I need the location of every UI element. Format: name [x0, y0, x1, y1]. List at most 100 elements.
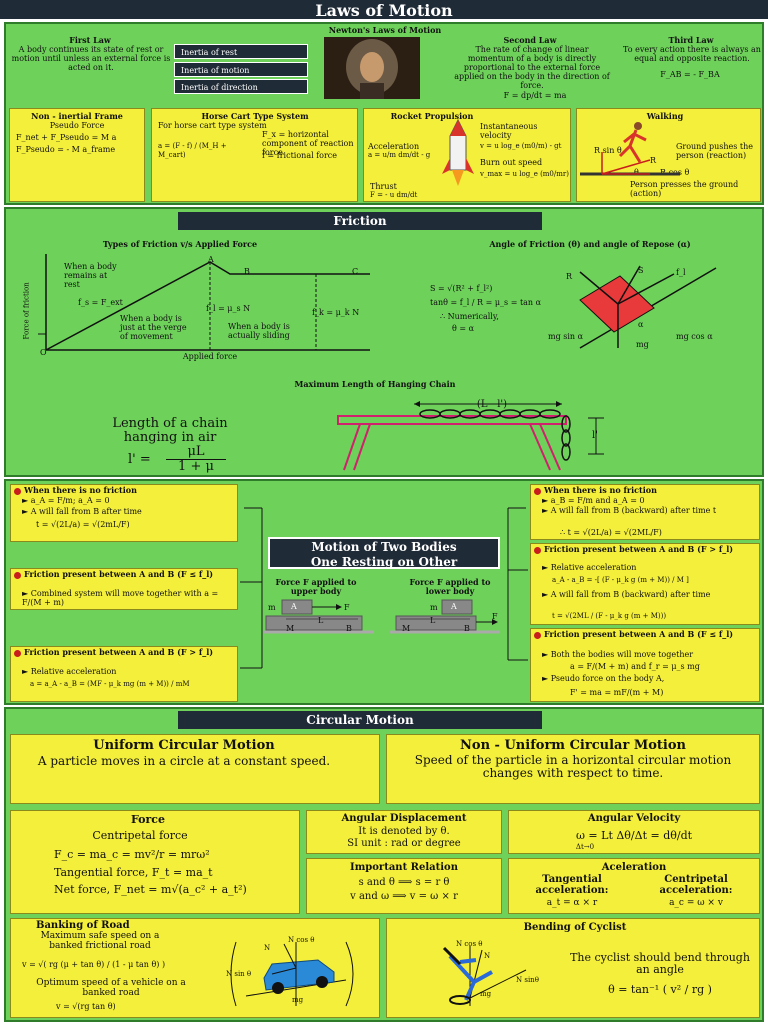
force-box — [10, 810, 300, 914]
cyc-text: The cyclist should bend through an angle — [570, 951, 750, 976]
pointer-arrow-icon: ► — [22, 667, 31, 676]
force-title: Force — [130, 813, 166, 826]
l3-a: ► Relative acceleration — [22, 667, 222, 676]
point-c: C — [352, 267, 359, 276]
cyc-formula: θ = tan⁻¹ ( v² / rg ) — [608, 983, 712, 996]
second-law-title: Second Law — [503, 35, 557, 45]
fl-eq: f_l = μ_s N — [206, 304, 251, 313]
cyc-title: Bending of Cyclist — [523, 922, 627, 933]
first-law-title: First Law — [69, 35, 111, 45]
rest-text: When a body remains at rest — [64, 262, 117, 289]
ucm-text: A particle moves in a circle at a consta… — [37, 754, 331, 768]
block-diagram-lower — [390, 599, 500, 634]
friction-graph — [38, 254, 370, 351]
bank-mg: mg — [292, 996, 304, 1004]
ang-vel-box — [508, 810, 760, 854]
rocket-v: v = u log_e (m0/m) - gt — [480, 142, 562, 150]
rocket-title: Rocket Propulsion — [390, 111, 474, 121]
r1-b-text: A will fall from B (backward) after time… — [550, 506, 717, 515]
r3-title: Friction present between A and B (F ≤ f_… — [534, 630, 756, 639]
r2-title: Friction present between A and B (F > f_… — [534, 545, 756, 554]
two-bodies-header: Motion of Two Bodies One Resting on Othe… — [268, 537, 500, 569]
bank-ncos: N cos θ — [288, 936, 315, 944]
l1-b: ► A will fall from B after time — [22, 507, 232, 516]
diag-mgsin: mg sin α — [548, 332, 584, 341]
horse-cart-box — [151, 108, 358, 202]
bracket-lines — [240, 507, 528, 669]
r1-title-text: When there is no friction — [544, 485, 657, 495]
tan-eq: tanθ = f_l / R = μ_s = tan α — [430, 298, 542, 307]
bank-f2: v = √(rg tan θ) — [56, 1002, 116, 1011]
diag-mgcos: mg cos α — [676, 332, 713, 341]
force-cp: Centripetal force — [92, 829, 188, 842]
bullet-icon — [14, 649, 21, 657]
rocket-vmax: v_max = u log_e (m0/mr) — [480, 170, 569, 178]
cp-accel: Centripetal acceleration: — [659, 874, 733, 896]
friction-graph-title: Types of Friction v/s Applied Force — [102, 239, 258, 249]
bank-title: Banking of Road — [36, 920, 130, 931]
walking-r: R — [650, 156, 657, 165]
l1-t: t = √(2L/a) = √(2mL/F) — [36, 520, 130, 529]
rocket-icon — [442, 118, 474, 186]
r1-a: ► a_B = F/m and a_A = 0 — [542, 496, 756, 505]
tan-accel-f: a_t = α × r — [546, 898, 598, 908]
r1-t: ∴ t = √(2L/a) = √(2ML/F) — [560, 528, 662, 537]
r1-a-text: a_B = F/m and a_A = 0 — [550, 496, 645, 505]
bank-text2: Optimum speed of a vehicle on a banked r… — [36, 978, 186, 998]
lower-f: F — [492, 612, 498, 621]
noninertial-title: Non - inertial Frame — [31, 111, 123, 121]
upper-b: B — [346, 624, 352, 633]
inertia-of-motion: Inertia of motion — [174, 62, 308, 77]
imp-1: s and θ ⟹ s = r θ — [358, 877, 450, 888]
tan-accel: Tangential acceleration: — [535, 874, 609, 896]
fk-eq: f_k = μ_k N — [312, 308, 360, 317]
block-diagram-upper — [264, 599, 374, 634]
nucm-title: Non - Uniform Circular Motion — [460, 738, 686, 753]
chain-formula-den: 1 + μ — [178, 459, 214, 474]
newton-header: Newton's Laws of Motion — [328, 25, 442, 35]
banked-road-car-icon — [230, 941, 354, 1007]
third-law-formula: F_AB = - F_BA — [660, 70, 720, 79]
circular-header: Circular Motion — [178, 711, 542, 729]
r2-b: ► A will fall from B (backward) after ti… — [542, 590, 756, 599]
right-box-3 — [530, 628, 760, 702]
l1-b-text: A will fall from B after time — [30, 507, 142, 516]
force-tan: Tangential force, F_t = ma_t — [54, 866, 213, 879]
lower-label: Force F applied to lower body — [409, 577, 491, 596]
r3-a-text: Both the bodies will move together — [550, 650, 694, 659]
force-fc: F_c = ma_c = mv²/r = mrω² — [54, 848, 210, 861]
bullet-icon — [534, 546, 541, 554]
walking-note1: Ground pushes the person (reaction) — [676, 142, 754, 160]
first-law-text: A body continues its state of rest or mo… — [11, 45, 171, 72]
pointer-arrow-icon: ► — [22, 496, 31, 505]
fs-eq: f_s = F_ext — [78, 298, 123, 307]
r1-title: When there is no friction — [534, 486, 756, 495]
page-title: Laws of Motion — [315, 1, 453, 20]
y-axis-label: Force of friction — [22, 282, 31, 340]
r3-a: ► Both the bodies will move together — [542, 650, 756, 659]
noninertial-f2: F_Pseudo = - M a_frame — [16, 145, 116, 154]
l1-title-text: When there is no friction — [24, 485, 137, 495]
lower-m: m — [430, 603, 438, 612]
upper-f: F — [344, 603, 350, 612]
third-law-text: To every action there is always an equal… — [623, 45, 761, 63]
l3-title-text: Friction present between A and B (F > f_… — [24, 647, 214, 657]
two-bodies-header-1: Motion of Two Bodies — [311, 540, 457, 554]
ang-vel-title: Angular Velocity — [587, 813, 681, 824]
rocket-thrust: F = - u dm/dt — [370, 191, 418, 199]
horse-note1: F_x = horizontal component of reaction f… — [262, 130, 354, 157]
chain-title: Maximum Length of Hanging Chain — [294, 379, 456, 389]
imp-box — [306, 858, 502, 914]
pointer-arrow-icon: ► — [542, 563, 551, 572]
ucm-title: Uniform Circular Motion — [93, 738, 275, 753]
nucm-text: Speed of the particle in a horizontal ci… — [414, 753, 732, 780]
verge-text: When a body is just at the verge of move… — [120, 314, 187, 341]
newton-portrait — [324, 37, 420, 99]
r3-p: F' = ma = mF/(m + M) — [570, 688, 664, 697]
sliding-text: When a body is actually sliding — [228, 322, 290, 340]
left-box-1 — [10, 484, 238, 542]
lower-l: L — [430, 616, 436, 625]
horse-formula: a = (F - f) / (M_H + M_cart) — [158, 142, 227, 159]
inertia-of-direction: Inertia of direction — [174, 79, 308, 94]
cp-accel-f: a_c = ω × v — [669, 898, 723, 908]
